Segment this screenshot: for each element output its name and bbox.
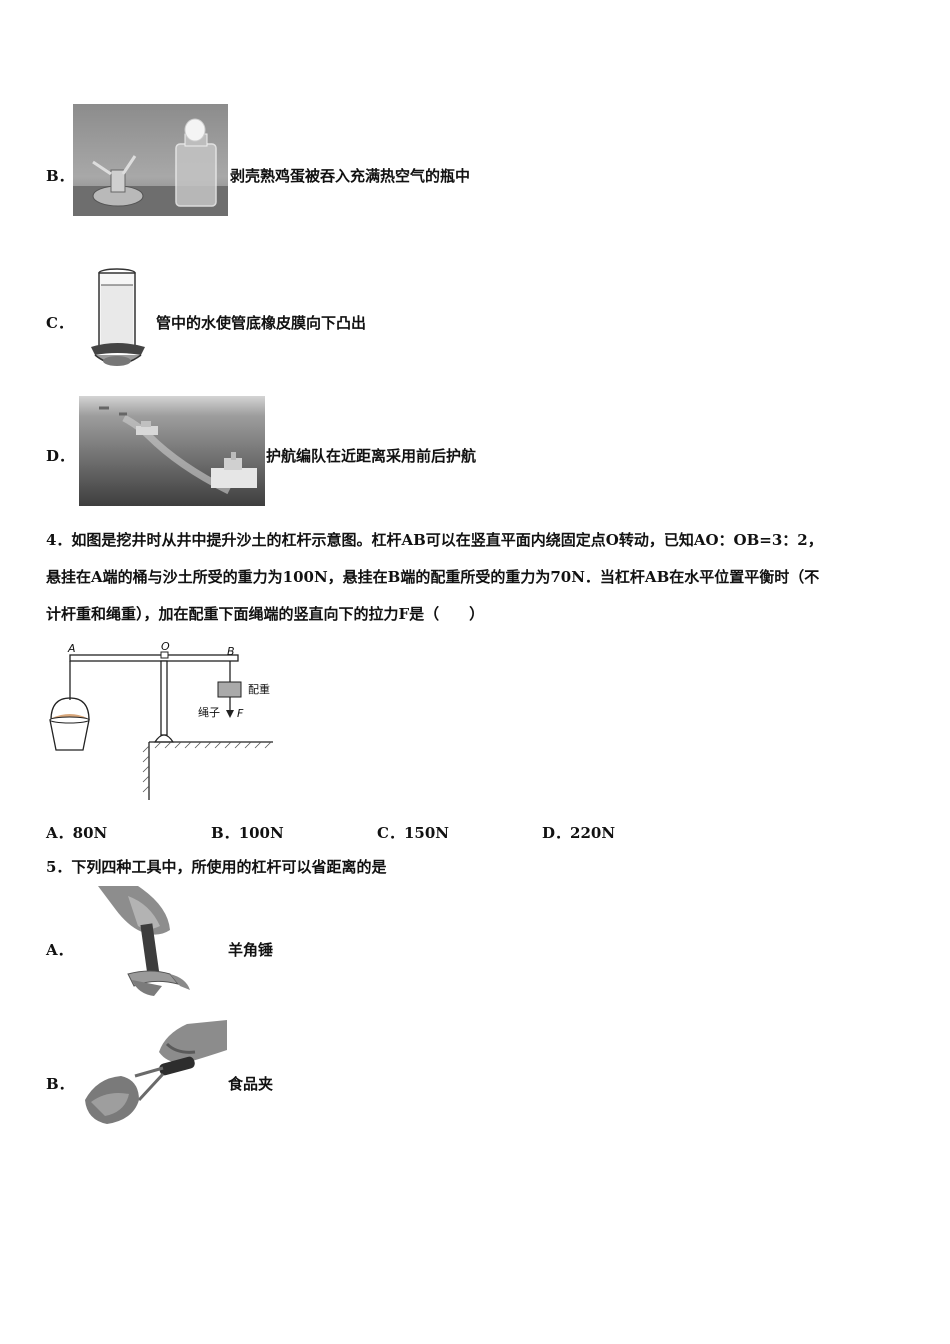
lever-diagram: A O B 配重 绳子 F [45, 640, 280, 805]
choice-letter: A． [46, 824, 73, 842]
choice-letter: D． [542, 824, 571, 842]
option-letter: A． [46, 941, 73, 959]
label-rope: 绳子 [198, 706, 220, 719]
option-text: 食品夹 [228, 1075, 274, 1093]
label-weight: 配重 [248, 683, 270, 696]
choice-value: 100N [238, 824, 284, 842]
option-text: 管中的水使管底橡皮膜向下凸出 [156, 314, 367, 332]
option-text: 剥壳熟鸡蛋被吞入充满热空气的瓶中 [230, 167, 471, 185]
escort-fleet-photo [79, 396, 265, 506]
tube-membrane-drawing [85, 265, 153, 373]
question-5-stem: 5．下列四种工具中，所使用的杠杆可以省距离的是 [46, 858, 387, 876]
choice-b[interactable]: B．100N [211, 822, 284, 843]
option-letter: B． [46, 1075, 74, 1093]
option-letter: C． [46, 314, 73, 332]
question-4-line-2: 悬挂在A端的桶与沙土所受的重力为100N，悬挂在B端的配重所受的重力为70N．当… [46, 568, 820, 586]
food-tongs-photo [77, 1020, 227, 1135]
label-o: O [161, 640, 170, 653]
option-text: 护航编队在近距离采用前后护航 [266, 447, 477, 465]
choice-value: 80N [72, 824, 108, 842]
choice-letter: C． [377, 824, 404, 842]
choice-letter: B． [211, 824, 239, 842]
claw-hammer-photo [98, 886, 196, 1001]
egg-bottle-photo [73, 104, 228, 216]
label-b: B [227, 645, 235, 658]
label-f: F [237, 707, 244, 720]
option-letter: B． [46, 167, 74, 185]
choice-value: 220N [570, 824, 616, 842]
choice-c[interactable]: C．150N [377, 822, 449, 843]
choice-a[interactable]: A．80N [46, 822, 107, 843]
question-4-line-1: 4．如图是挖井时从井中提升沙土的杠杆示意图。杠杆AB可以在竖直平面内绕固定点O转… [46, 531, 823, 549]
choice-d[interactable]: D．220N [542, 822, 615, 843]
label-a: A [68, 642, 76, 655]
question-4-line-3: 计杆重和绳重），加在配重下面绳端的竖直向下的拉力F是（ ） [46, 605, 485, 623]
option-text: 羊角锤 [228, 941, 274, 959]
choice-value: 150N [403, 824, 449, 842]
option-letter: D． [46, 447, 75, 465]
